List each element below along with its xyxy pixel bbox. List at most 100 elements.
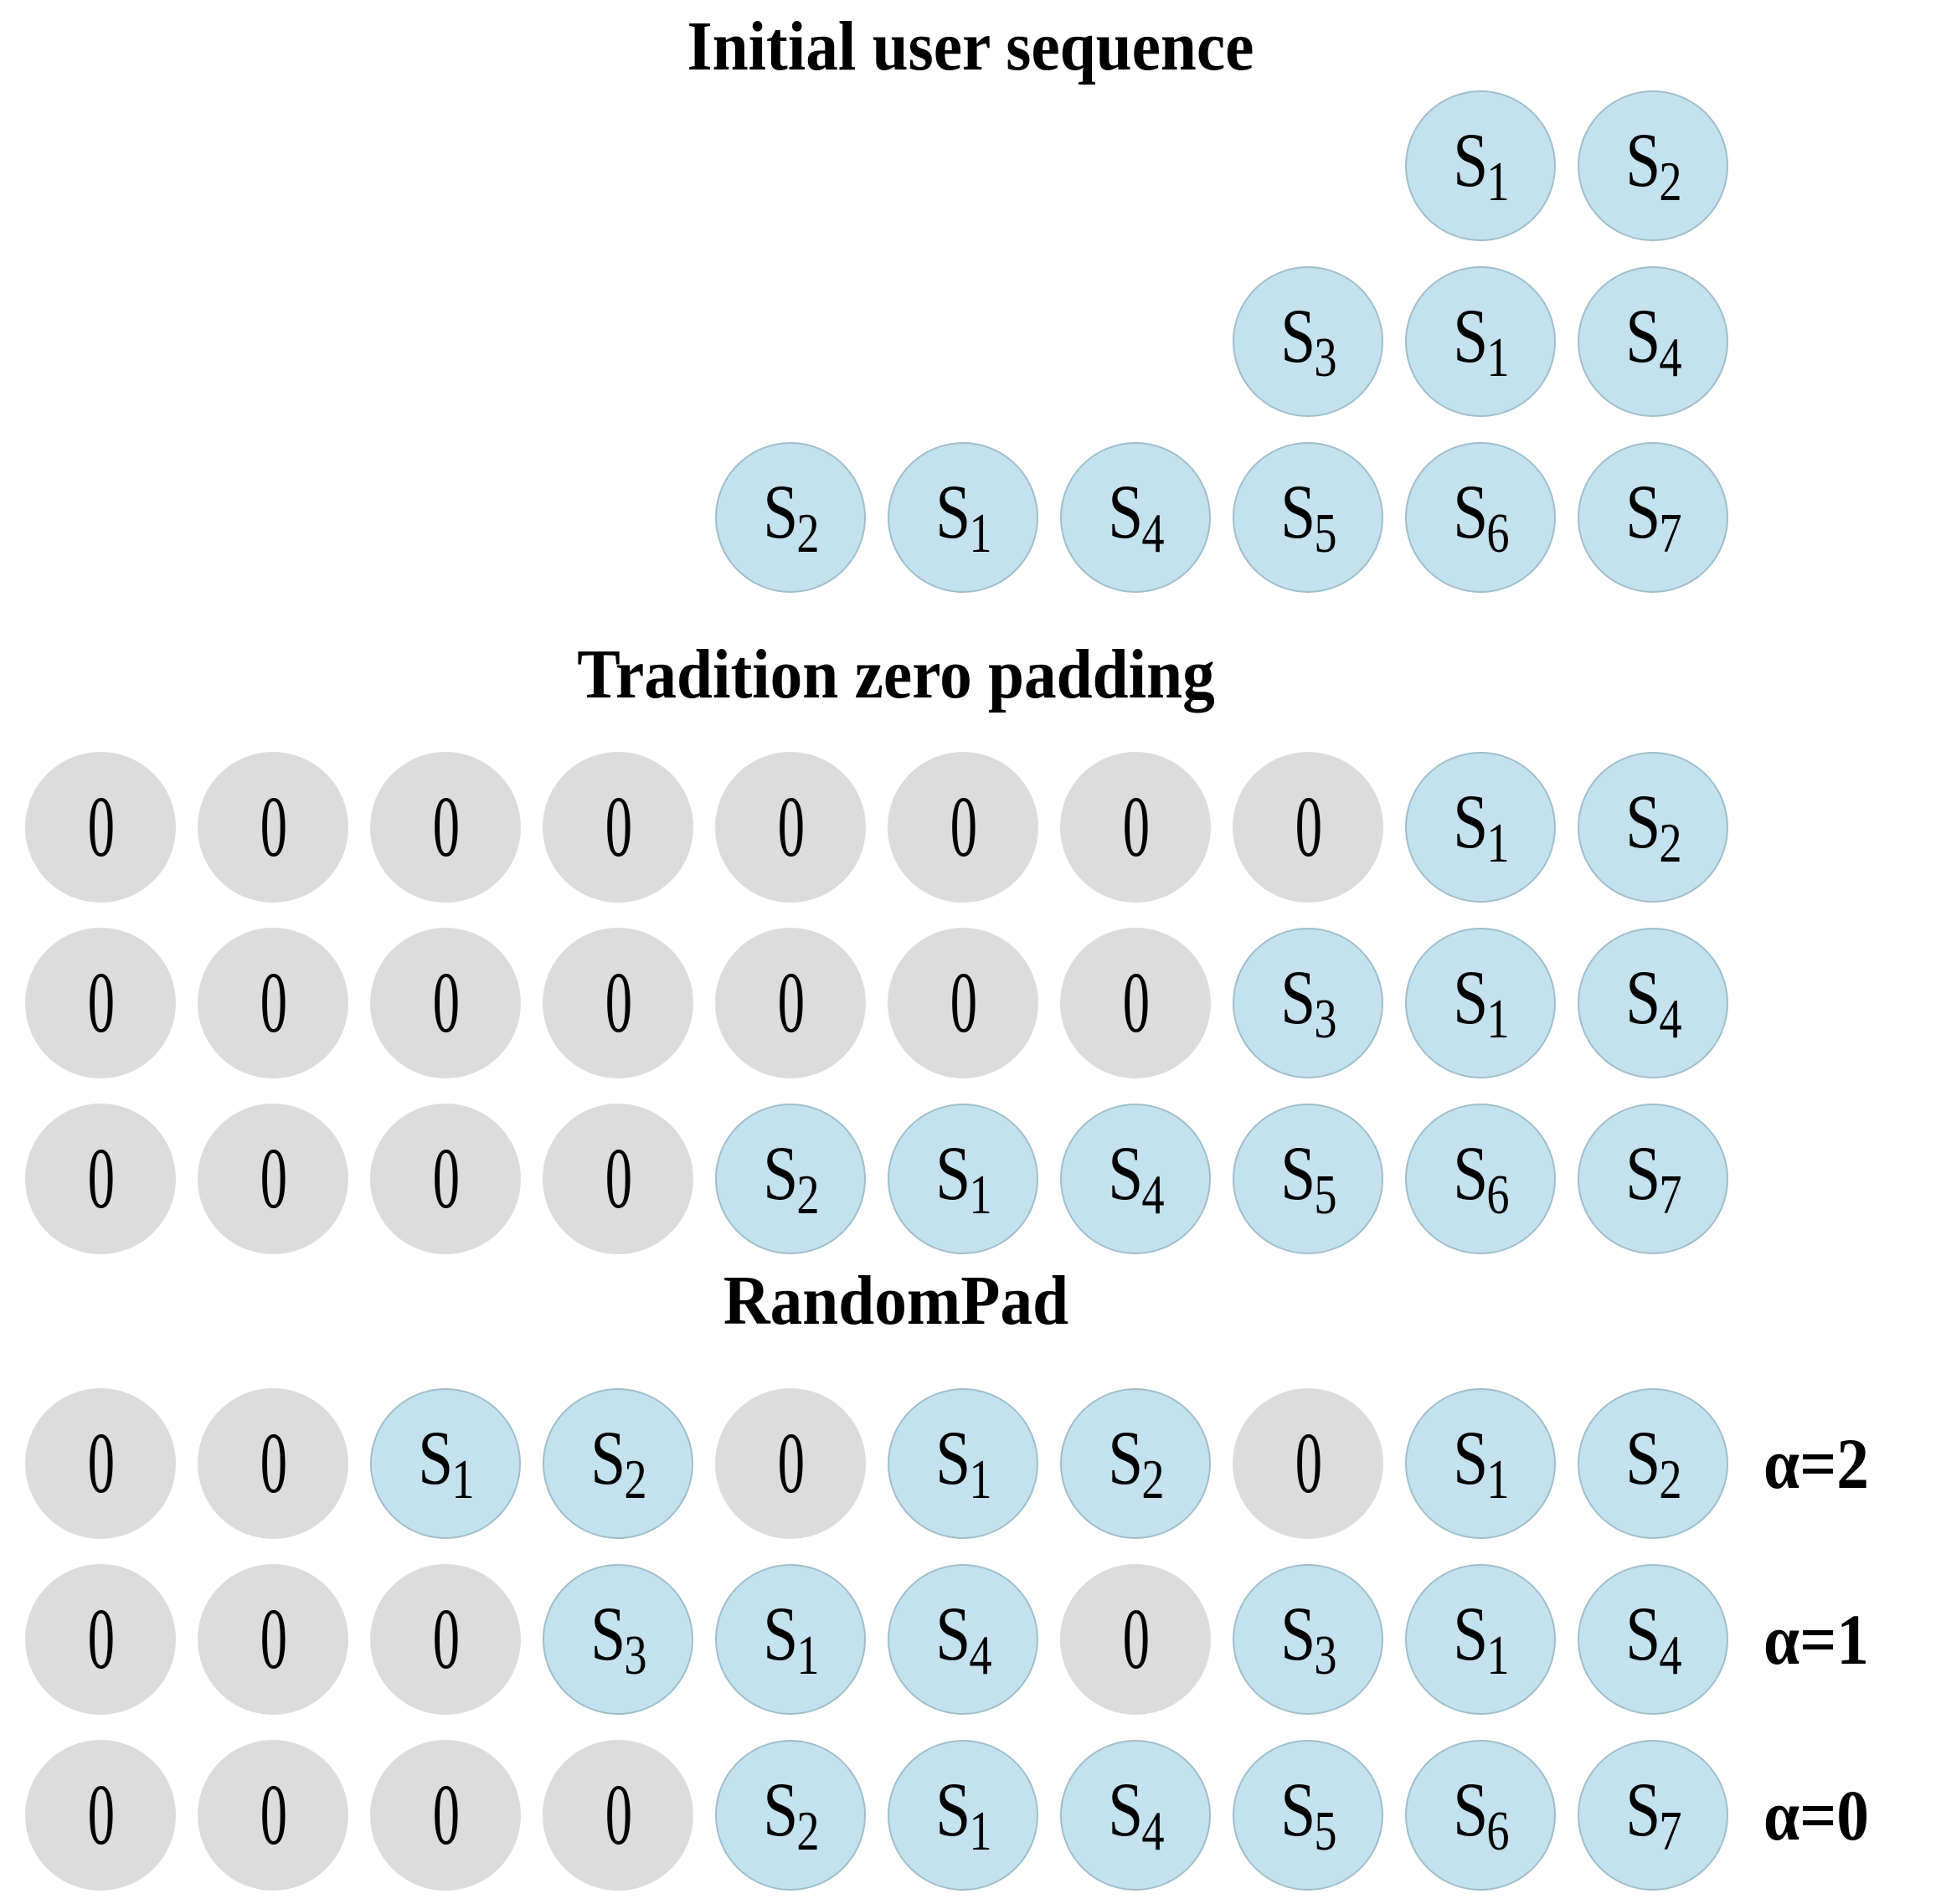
pad-node[interactable]: 0	[25, 1388, 176, 1539]
pad-node[interactable]: 0	[715, 1388, 866, 1539]
node-label: S1	[762, 1590, 819, 1686]
pad-node[interactable]: 0	[25, 1564, 176, 1715]
sequence-node[interactable]: S7	[1578, 1104, 1728, 1254]
sequence-node[interactable]: S6	[1405, 442, 1556, 593]
sequence-node[interactable]: S4	[1060, 442, 1211, 593]
sequence-node[interactable]: S7	[1578, 442, 1728, 593]
node-label: S1	[1452, 954, 1509, 1050]
pad-node[interactable]: 0	[543, 1740, 693, 1891]
sequence-node[interactable]: S1	[1405, 752, 1556, 903]
node-label: 0	[87, 779, 114, 875]
node-label: 0	[432, 1130, 459, 1227]
node-label: S3	[1279, 954, 1336, 1050]
sequence-node[interactable]: S4	[1578, 1564, 1728, 1715]
pad-node[interactable]: 0	[370, 1740, 521, 1891]
node-label: 0	[950, 779, 976, 875]
node-label: S1	[1452, 116, 1509, 213]
node-label: 0	[777, 779, 804, 875]
sequence-node[interactable]: S2	[715, 1740, 866, 1891]
sequence-node[interactable]: S1	[1405, 266, 1556, 417]
pad-node[interactable]: 0	[198, 928, 348, 1078]
sequence-node[interactable]: S1	[888, 1740, 1038, 1891]
node-label: 0	[777, 1415, 804, 1511]
node-label: S2	[762, 1766, 819, 1862]
sequence-node[interactable]: S1	[888, 442, 1038, 593]
pad-node[interactable]: 0	[198, 1104, 348, 1254]
sequence-node[interactable]: S4	[1578, 266, 1728, 417]
sequence-node[interactable]: S5	[1233, 1740, 1383, 1891]
pad-node[interactable]: 0	[1233, 752, 1383, 903]
pad-node[interactable]: 0	[25, 1104, 176, 1254]
sequence-node[interactable]: S5	[1233, 1104, 1383, 1254]
pad-node[interactable]: 0	[715, 928, 866, 1078]
node-label: S4	[1107, 468, 1164, 564]
node-label: 0	[260, 1415, 286, 1511]
node-label: S6	[1452, 1766, 1509, 1862]
sequence-node[interactable]: S1	[888, 1388, 1038, 1539]
pad-node[interactable]: 0	[370, 928, 521, 1078]
node-label: 0	[1122, 779, 1149, 875]
pad-node[interactable]: 0	[1233, 1388, 1383, 1539]
sequence-node[interactable]: S2	[1578, 1388, 1728, 1539]
pad-node[interactable]: 0	[25, 1740, 176, 1891]
pad-node[interactable]: 0	[198, 1564, 348, 1715]
pad-node[interactable]: 0	[888, 928, 1038, 1078]
pad-node[interactable]: 0	[198, 1740, 348, 1891]
pad-node[interactable]: 0	[370, 1104, 521, 1254]
node-label: S5	[1279, 1130, 1336, 1226]
pad-node[interactable]: 0	[25, 752, 176, 903]
pad-node[interactable]: 0	[543, 1104, 693, 1254]
sequence-node[interactable]: S2	[543, 1388, 693, 1539]
sequence-node[interactable]: S1	[1405, 1388, 1556, 1539]
sequence-node[interactable]: S3	[543, 1564, 693, 1715]
sequence-node[interactable]: S7	[1578, 1740, 1728, 1891]
pad-node[interactable]: 0	[543, 752, 693, 903]
pad-node[interactable]: 0	[715, 752, 866, 903]
sequence-node[interactable]: S6	[1405, 1104, 1556, 1254]
node-label: S1	[1452, 1414, 1509, 1510]
pad-node[interactable]: 0	[370, 752, 521, 903]
pad-node[interactable]: 0	[198, 752, 348, 903]
node-label: 0	[432, 1767, 459, 1863]
sequence-node[interactable]: S2	[1578, 90, 1728, 241]
pad-node[interactable]: 0	[888, 752, 1038, 903]
node-label: S2	[762, 468, 819, 564]
pad-node[interactable]: 0	[1060, 752, 1211, 903]
node-label: 0	[605, 779, 631, 875]
node-label: S7	[1624, 1130, 1681, 1226]
pad-node[interactable]: 0	[25, 928, 176, 1078]
pad-node[interactable]: 0	[198, 1388, 348, 1539]
sequence-node[interactable]: S3	[1233, 266, 1383, 417]
node-label: S4	[934, 1590, 991, 1686]
sequence-node[interactable]: S2	[715, 442, 866, 593]
pad-node[interactable]: 0	[370, 1564, 521, 1715]
node-label: S2	[1107, 1414, 1164, 1510]
sequence-node[interactable]: S6	[1405, 1740, 1556, 1891]
sequence-node[interactable]: S1	[1405, 928, 1556, 1078]
sequence-node[interactable]: S3	[1233, 1564, 1383, 1715]
sequence-node[interactable]: S4	[888, 1564, 1038, 1715]
pad-node[interactable]: 0	[1060, 928, 1211, 1078]
sequence-node[interactable]: S4	[1578, 928, 1728, 1078]
sequence-node[interactable]: S1	[1405, 1564, 1556, 1715]
node-label: 0	[87, 955, 114, 1051]
node-label: 0	[87, 1767, 114, 1863]
node-label: 0	[605, 1130, 631, 1227]
sequence-node[interactable]: S1	[370, 1388, 521, 1539]
sequence-node[interactable]: S4	[1060, 1104, 1211, 1254]
pad-node[interactable]: 0	[1060, 1564, 1211, 1715]
sequence-node[interactable]: S3	[1233, 928, 1383, 1078]
sequence-node[interactable]: S1	[1405, 90, 1556, 241]
node-label: 0	[432, 955, 459, 1051]
sequence-node[interactable]: S2	[715, 1104, 866, 1254]
sequence-node[interactable]: S5	[1233, 442, 1383, 593]
sequence-node[interactable]: S4	[1060, 1740, 1211, 1891]
sequence-node[interactable]: S1	[888, 1104, 1038, 1254]
sequence-node[interactable]: S1	[715, 1564, 866, 1715]
sequence-node[interactable]: S2	[1060, 1388, 1211, 1539]
sequence-node[interactable]: S2	[1578, 752, 1728, 903]
pad-node[interactable]: 0	[543, 928, 693, 1078]
